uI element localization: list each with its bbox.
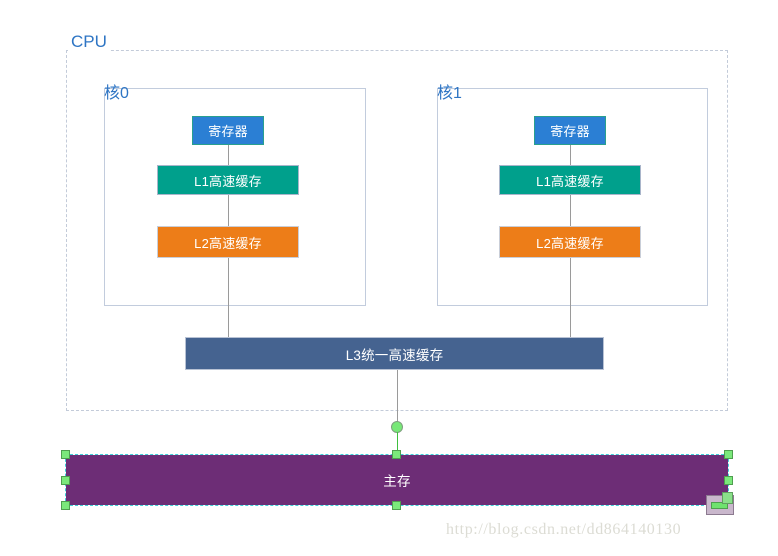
core-0-l2-cache-box[interactable]: L2高速缓存 [157, 226, 299, 258]
connector-core0-l2-l3[interactable] [228, 258, 229, 337]
connector-core0-register-l1[interactable] [228, 145, 229, 165]
core-0-label: 核0 [104, 85, 129, 102]
selection-handle-top-center[interactable] [392, 450, 401, 459]
selection-handle-top-right[interactable] [724, 450, 733, 459]
connector-l3-memory[interactable] [397, 370, 398, 422]
connector-core1-register-l1[interactable] [570, 145, 571, 165]
selection-outline [65, 454, 729, 506]
connector-core1-l2-l3[interactable] [570, 258, 571, 337]
selection-handle-bottom-center[interactable] [392, 501, 401, 510]
core-1-l2-cache-box[interactable]: L2高速缓存 [499, 226, 641, 258]
watermark-text: http://blog.csdn.net/dd864140130 [446, 521, 682, 538]
core-1-boundary[interactable] [437, 88, 708, 306]
core-1-register-box[interactable]: 寄存器 [534, 116, 606, 145]
core-1-l1-cache-box[interactable]: L1高速缓存 [499, 165, 641, 195]
connector-l3-memory-selected-segment[interactable] [397, 432, 398, 455]
l3-cache-box[interactable]: L3统一高速缓存 [185, 337, 604, 370]
selection-handle-middle-right[interactable] [724, 476, 733, 485]
selection-handle-middle-left[interactable] [61, 476, 70, 485]
core-0-register-box[interactable]: 寄存器 [192, 116, 264, 145]
connector-core1-l1-l2[interactable] [570, 195, 571, 226]
selection-handle-bottom-right[interactable] [722, 492, 733, 504]
selection-handle-top-left[interactable] [61, 450, 70, 459]
selection-handle-bottom-left[interactable] [61, 501, 70, 510]
core-1-label: 核1 [437, 85, 462, 102]
main-memory-box[interactable]: 主存 [66, 455, 728, 505]
connector-core0-l1-l2[interactable] [228, 195, 229, 226]
core-0-boundary[interactable] [104, 88, 366, 306]
core-0-l1-cache-box[interactable]: L1高速缓存 [157, 165, 299, 195]
resize-grip-bar-icon [711, 502, 728, 509]
cpu-label: CPU [68, 32, 110, 52]
